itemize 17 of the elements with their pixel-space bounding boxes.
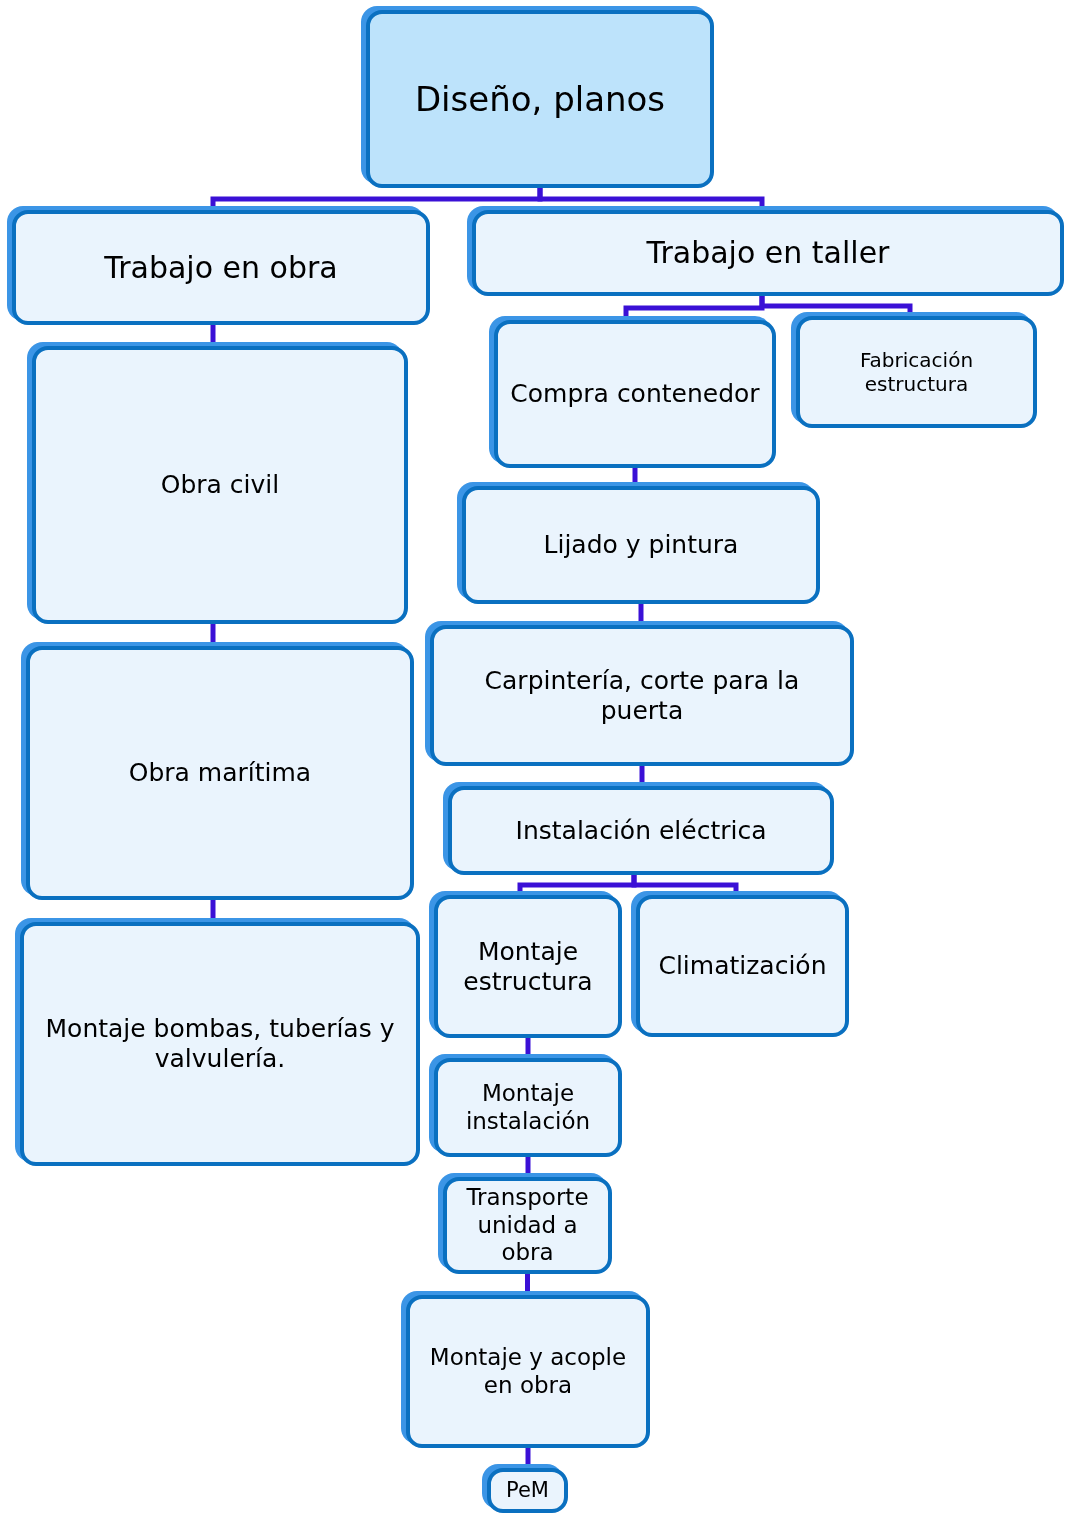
box-label: Transporte unidad a obra xyxy=(465,1184,590,1267)
box-label: Trabajo en obra xyxy=(104,249,338,286)
box-label: Lijado y pintura xyxy=(543,530,739,560)
box-label: Montaje instalación xyxy=(464,1079,592,1136)
box-label: Obra marítima xyxy=(128,758,312,788)
box-label: Montaje estructura xyxy=(462,936,594,997)
box-label: PeM xyxy=(506,1477,549,1504)
box-label: Fabricación estructura xyxy=(858,348,975,396)
box-label: Instalación eléctrica xyxy=(515,815,767,846)
box-label: Climatización xyxy=(658,951,827,981)
box-label: Montaje bombas, tuberías y valvulería. xyxy=(44,1014,396,1074)
box-label: Compra contenedor xyxy=(510,379,760,409)
box-label: Diseño, planos xyxy=(414,78,666,120)
box-label: Trabajo en taller xyxy=(646,235,890,271)
box-label: Carpintería, corte para la puerta xyxy=(483,665,801,726)
box-label: Obra civil xyxy=(160,470,280,500)
box-label: Montaje y acople en obra xyxy=(428,1343,628,1400)
